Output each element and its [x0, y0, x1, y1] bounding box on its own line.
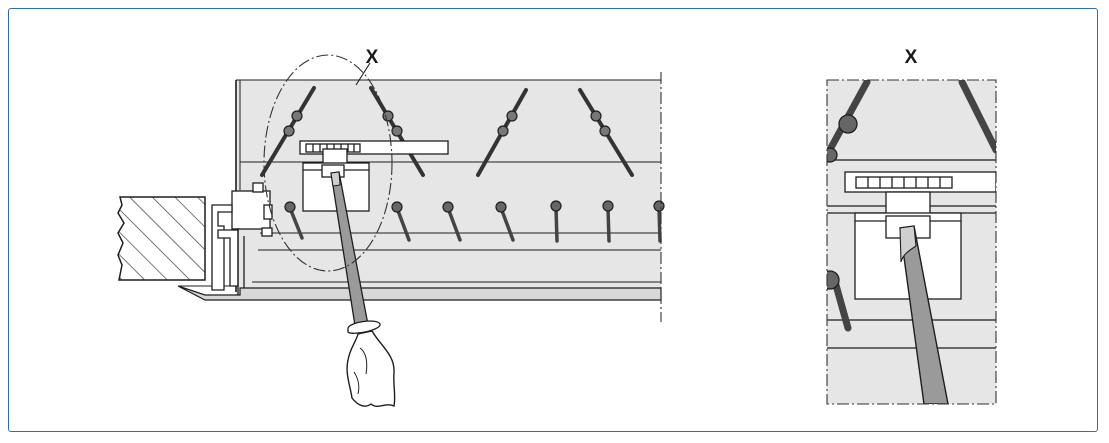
- release-latch: [299, 140, 449, 212]
- terminal-pins: [284, 200, 665, 243]
- screwdriver-icon: [330, 171, 396, 408]
- main-callout-label: X: [366, 47, 379, 68]
- detail-callout-ellipse: [263, 54, 393, 272]
- detail-view: X: [826, 47, 997, 405]
- spring-joints-upper: [283, 110, 611, 137]
- screwdriver-collar: [347, 320, 381, 334]
- screwdriver-handle: [346, 330, 396, 408]
- detail-boundary: [826, 79, 997, 405]
- wall-section: [117, 196, 206, 281]
- main-view: X: [117, 47, 665, 408]
- mounting-clip: [211, 182, 273, 295]
- detail-label: X: [905, 47, 918, 68]
- mounting-rail: [177, 285, 662, 301]
- callout-leader: [355, 62, 371, 86]
